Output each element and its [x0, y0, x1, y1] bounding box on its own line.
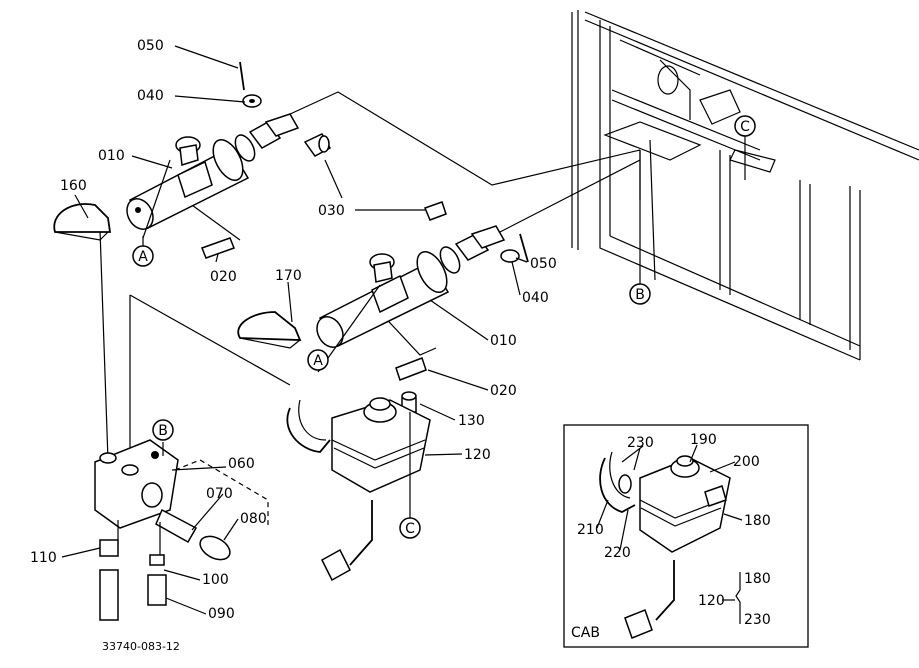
callout-070: 070	[206, 486, 233, 502]
reference-markers: A A B B C C	[132, 115, 756, 539]
callout-050-lower: 050	[530, 256, 557, 272]
callout-010-lower: 010	[490, 333, 517, 349]
callout-labels: 050 040 010 160 030 020 170 050 040 010 …	[30, 38, 557, 622]
cab-alt-230: 230	[744, 612, 771, 628]
callout-020-lower: 020	[490, 383, 517, 399]
master-cylinder-upper	[126, 113, 300, 230]
callout-130: 130	[458, 413, 485, 429]
cab-frame	[571, 10, 919, 361]
callout-leaders	[61, 45, 746, 615]
ref-b-valve: B	[158, 423, 168, 439]
ref-b-frame: B	[635, 287, 645, 303]
callout-040-lower: 040	[522, 290, 549, 306]
callout-010-upper: 010	[98, 148, 125, 164]
cab-callout-220: 220	[604, 545, 631, 561]
callout-100: 100	[202, 572, 229, 588]
cab-inset-label: CAB	[571, 625, 600, 641]
ref-a-lower: A	[313, 353, 323, 369]
valve-body	[94, 439, 269, 621]
callout-110: 110	[30, 550, 57, 566]
drawing-number: 33740-083-12	[102, 640, 180, 653]
callout-120: 120	[464, 447, 491, 463]
ref-c-tank: C	[405, 521, 415, 537]
cab-callout-230: 230	[627, 435, 654, 451]
callout-030: 030	[318, 203, 345, 219]
cab-callout-180: 180	[744, 513, 771, 529]
cab-alt-180: 180	[744, 571, 771, 587]
callout-050-upper: 050	[137, 38, 164, 54]
ref-a-upper: A	[138, 249, 148, 265]
cab-inset: 230 190 200 210 220 180 120 180 230 CAB	[563, 424, 809, 648]
cab-callout-190: 190	[690, 432, 717, 448]
reference-lines	[99, 91, 641, 461]
cab-callout-210: 210	[577, 522, 604, 538]
cab-callout-200: 200	[733, 454, 760, 470]
callout-040-upper: 040	[137, 88, 164, 104]
callout-090: 090	[208, 606, 235, 622]
ref-c-frame: C	[740, 119, 750, 135]
master-cylinder-lower	[316, 225, 506, 348]
callout-060: 060	[228, 456, 255, 472]
reservoir-tank	[286, 397, 431, 582]
callout-170: 170	[275, 268, 302, 284]
callout-160: 160	[60, 178, 87, 194]
pipes	[53, 203, 302, 349]
callout-020-upper: 020	[210, 269, 237, 285]
cab-callout-120: 120	[698, 593, 725, 609]
callout-080: 080	[240, 511, 267, 527]
small-parts	[201, 61, 529, 413]
